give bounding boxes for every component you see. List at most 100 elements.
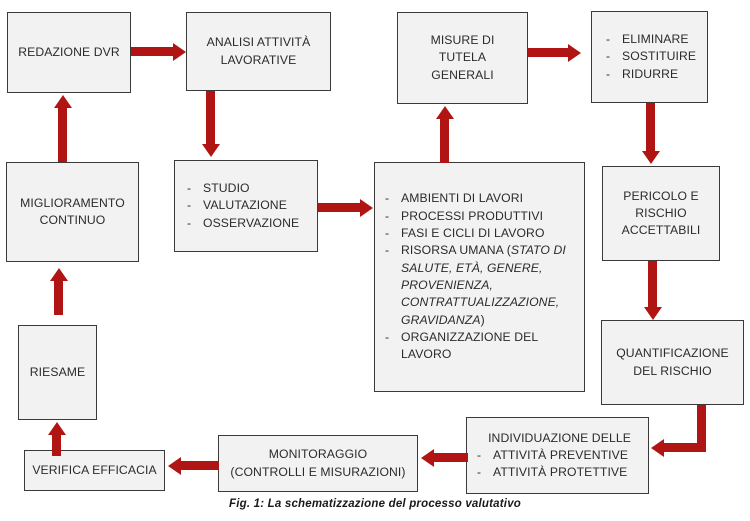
list-item-label: VALUTAZIONE <box>203 198 287 213</box>
node-heading: INDIVIDUAZIONE DELLE <box>488 430 631 445</box>
bullet-marker: - <box>385 208 390 223</box>
list-item-label: OSSERVAZIONE <box>203 215 300 230</box>
bullet-marker: - <box>385 226 390 241</box>
node-text-line2: LAVORATIVE <box>220 52 297 67</box>
arrow-misure-to-eliminare-head <box>568 43 581 62</box>
node-text-line3: GENERALI <box>431 67 494 82</box>
bullet-marker: - <box>187 181 192 195</box>
arrow-quantificazione-to-individuazione-vertical <box>697 405 706 452</box>
list-item: - ATTIVITÀ PROTETTIVE <box>471 464 648 481</box>
node-riesame[interactable]: RIESAME <box>18 325 97 420</box>
list-item-label: PROCESSI PRODUTTIVI <box>401 208 544 223</box>
node-studio-valutazione-osservazione[interactable]: - STUDIO - VALUTAZIONE - OSSERVAZIONE <box>174 160 318 252</box>
list-item: - AMBIENTI DI LAVORI <box>379 190 584 207</box>
node-text-line1: MONITORAGGIO <box>268 447 368 462</box>
list-item-label: ATTIVITÀ PROTETTIVE <box>493 465 628 480</box>
node-monitoraggio[interactable]: MONITORAGGIO (CONTROLLI E MISURAZIONI) <box>218 435 418 492</box>
arrow-verifica-to-riesame-shaft <box>52 434 61 456</box>
node-text-line2: TUTELA <box>438 50 487 65</box>
bullet-marker: - <box>385 329 390 344</box>
node-quantificazione-del-rischio[interactable]: QUANTIFICAZIONE DEL RISCHIO <box>601 320 744 405</box>
list-item: - RIDURRE <box>600 66 707 83</box>
arrow-miglioramento-to-redazione-shaft <box>58 108 67 162</box>
arrow-individuazione-to-monitoraggio-shaft <box>434 453 468 462</box>
node-text: RIESAME <box>29 364 86 379</box>
arrow-miglioramento-to-redazione-head <box>53 95 72 108</box>
node-text: VERIFICA EFFICACIA <box>32 462 157 477</box>
arrow-verifica-to-riesame-head <box>47 422 66 435</box>
list-item: - OSSERVAZIONE <box>181 215 317 232</box>
list-item-label: RIDURRE <box>622 66 679 81</box>
bullet-marker: - <box>385 191 390 206</box>
list-item-label: AMBIENTI DI LAVORI <box>401 191 524 206</box>
arrow-eliminare-to-pericolo-shaft <box>646 103 655 153</box>
arrow-riesame-to-miglioramento-shaft <box>54 280 63 315</box>
node-text-line3: ACCETTABILI <box>621 223 701 238</box>
node-text-line1: ANALISI ATTIVITÀ <box>206 35 311 50</box>
arrow-eliminare-to-pericolo-head <box>641 151 660 164</box>
bullet-marker: - <box>606 49 611 64</box>
arrow-pericolo-to-quantificazione-head <box>643 307 662 320</box>
node-text-line2: RISCHIO <box>635 205 687 220</box>
arrow-ambienti-to-misure-head <box>435 106 454 119</box>
node-text-line1: QUANTIFICAZIONE <box>616 346 729 361</box>
arrow-studio-to-ambienti-head <box>360 198 373 217</box>
arrow-studio-to-ambienti-shaft <box>318 203 362 212</box>
arrow-analisi-to-studio-shaft <box>206 91 215 146</box>
list-item: - ELIMINARE <box>600 31 707 48</box>
node-text-line1: MIGLIORAMENTO <box>20 195 125 210</box>
node-verifica-efficacia[interactable]: VERIFICA EFFICACIA <box>24 450 165 491</box>
node-text-line1: MISURE DI <box>430 33 495 47</box>
bullet-marker: - <box>477 465 482 480</box>
node-misure-tutela-generali[interactable]: MISURE DI TUTELA GENERALI <box>397 12 528 104</box>
list-item: - RISORSA UMANA (STATO DI SALUTE, ETÀ, G… <box>379 242 584 329</box>
arrow-redazione-to-analisi-head <box>173 42 186 61</box>
arrow-quantificazione-to-individuazione-horizontal <box>664 443 706 452</box>
arrow-monitoraggio-to-verifica-head <box>168 456 181 475</box>
bullet-marker: - <box>606 32 611 46</box>
arrow-individuazione-to-monitoraggio-head <box>421 448 434 467</box>
list-item-label: ELIMINARE <box>622 32 689 46</box>
node-text: REDAZIONE DVR <box>18 44 120 59</box>
list-item-label: SOSTITUIRE <box>622 49 697 64</box>
node-text-line2: DEL RISCHIO <box>633 363 712 378</box>
node-text-line2: (CONTROLLI E MISURAZIONI) <box>230 464 406 479</box>
arrow-ambienti-to-misure-shaft <box>440 118 449 163</box>
bullet-marker: - <box>187 198 192 213</box>
list-item-label: ATTIVITÀ PREVENTIVE <box>493 447 629 462</box>
list-item: - STUDIO <box>181 180 317 197</box>
list-item: - ORGANIZZAZIONE DEL LAVORO <box>379 329 584 364</box>
bullet-marker: - <box>477 447 482 462</box>
list-item: - ATTIVITÀ PREVENTIVE <box>471 447 648 464</box>
arrow-analisi-to-studio-head <box>201 144 220 157</box>
risorsa-umana-detail: STATO DI SALUTE, ETÀ, GENERE, PROVENIENZ… <box>401 243 566 327</box>
node-ambienti-di-lavori[interactable]: - AMBIENTI DI LAVORI - PROCESSI PRODUTTI… <box>374 162 585 392</box>
node-text-line2: CONTINUO <box>39 213 106 227</box>
arrow-misure-to-eliminare-shaft <box>528 48 570 57</box>
arrow-quantificazione-to-individuazione-head <box>651 438 664 457</box>
list-item-label: ORGANIZZAZIONE DEL LAVORO <box>401 329 538 362</box>
list-item: - FASI E CICLI DI LAVORO <box>379 225 584 242</box>
list-item: - SOSTITUIRE <box>600 48 707 65</box>
node-individuazione-attivita[interactable]: INDIVIDUAZIONE DELLE - ATTIVITÀ PREVENTI… <box>466 417 649 494</box>
bullet-marker: - <box>385 243 390 258</box>
risorsa-umana-suffix: ) <box>480 312 485 327</box>
bullet-marker: - <box>606 66 611 81</box>
list-item-label: FASI E CICLI DI LAVORO <box>401 226 545 241</box>
risorsa-umana-prefix: RISORSA UMANA ( <box>401 243 511 258</box>
node-text-line1: PERICOLO E <box>623 188 699 203</box>
arrow-monitoraggio-to-verifica-shaft <box>181 461 219 470</box>
arrow-redazione-to-analisi-shaft <box>131 47 175 56</box>
node-redazione-dvr[interactable]: REDAZIONE DVR <box>7 12 131 93</box>
list-item-label-composite: RISORSA UMANA (STATO DI SALUTE, ETÀ, GEN… <box>401 242 584 329</box>
bullet-marker: - <box>187 215 192 230</box>
list-item: - VALUTAZIONE <box>181 197 317 214</box>
node-analisi-attivita-lavorative[interactable]: ANALISI ATTIVITÀ LAVORATIVE <box>186 12 331 91</box>
arrow-pericolo-to-quantificazione-shaft <box>648 261 657 309</box>
figure-caption: Fig. 1: La schematizzazione del processo… <box>228 498 522 510</box>
node-pericolo-rischio-accettabili[interactable]: PERICOLO E RISCHIO ACCETTABILI <box>602 166 720 261</box>
arrow-riesame-to-miglioramento-head <box>49 268 68 281</box>
node-miglioramento-continuo[interactable]: MIGLIORAMENTO CONTINUO <box>6 162 139 262</box>
list-item: - PROCESSI PRODUTTIVI <box>379 208 584 225</box>
node-eliminare-sostituire-ridurre[interactable]: - ELIMINARE - SOSTITUIRE - RIDURRE <box>591 11 708 103</box>
